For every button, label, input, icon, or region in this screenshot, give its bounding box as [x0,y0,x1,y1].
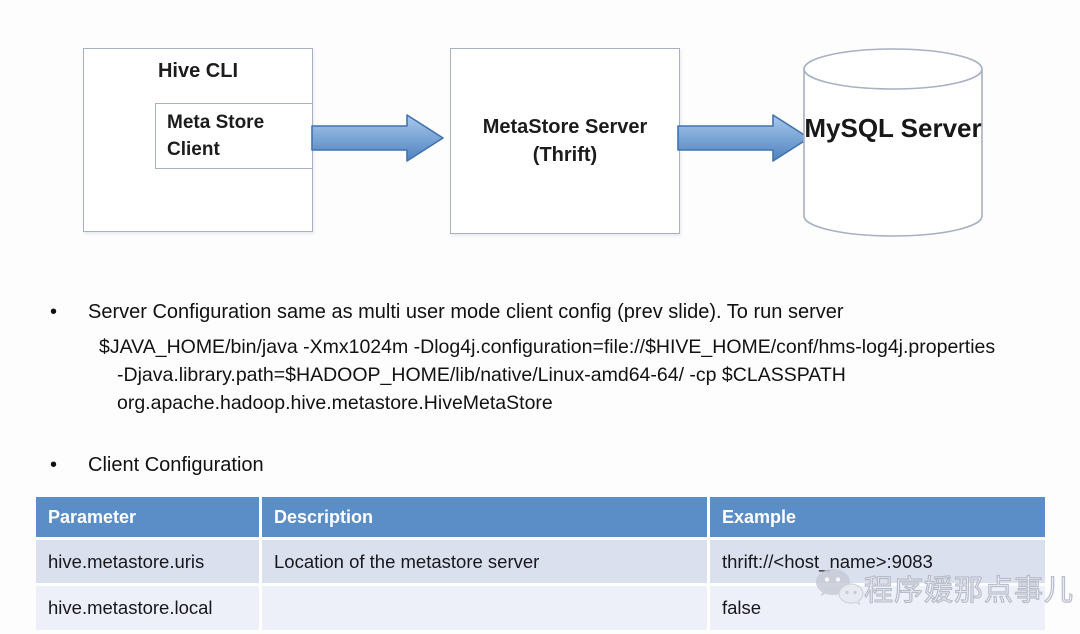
watermark-text: 程序媛那点事儿 [863,574,1075,607]
cell-example: thrift://<host_name>:9083 [722,550,933,572]
client-config-text: Client Configuration [88,454,264,476]
metastore-server-label: MetaStore Server [482,116,648,138]
meta-store-client-box: Meta Store Client [155,103,313,169]
metastore-server-box: MetaStore Server (Thrift) [450,48,680,234]
flow-arrow-icon [677,114,810,162]
flow-arrow-icon [311,114,444,162]
command-line-3: org.apache.hadoop.hive.metastore.HiveMet… [117,392,553,414]
command-line-1: $JAVA_HOME/bin/java -Xmx1024m -Dlog4j.co… [99,336,996,358]
wechat-icon [816,569,864,606]
cell-parameter: hive.metastore.uris [36,540,262,583]
metastore-server-sublabel: (Thrift) [532,144,598,166]
hive-cli-label: Hive CLI [157,60,239,82]
cell-description: Location of the metastore server [262,540,710,583]
client-config-bullet: • Client Configuration [50,453,650,478]
header-example: Example [722,506,797,527]
server-config-bullet: • Server Configuration same as multi use… [50,300,1060,325]
command-line-2: -Djava.library.path=$HADOOP_HOME/lib/nat… [117,364,846,386]
cell-parameter: hive.metastore.local [36,586,262,630]
watermark: 程序媛那点事儿 [814,566,1074,610]
meta-store-client-label: Meta Store Client [167,112,265,160]
cell-description [262,586,710,630]
mysql-server-label: MySQL Server [804,113,982,143]
server-start-command: $JAVA_HOME/bin/java -Xmx1024m -Dlog4j.co… [99,333,995,417]
table-row: hive.metastore.uris Location of the meta… [36,540,1045,583]
header-description: Description [262,497,710,537]
client-config-table: Parameter Description Example hive.metas… [36,497,1045,630]
server-config-text: Server Configuration same as multi user … [88,301,844,323]
bullet-glyph: • [50,454,58,476]
header-parameter: Parameter [36,497,262,537]
database-cylinder-icon [803,48,983,237]
cell-example: false [722,597,762,618]
table-row: hive.metastore.local false [36,586,1045,630]
bullet-glyph: • [50,301,58,323]
table-header-row: Parameter Description Example [36,497,1045,537]
